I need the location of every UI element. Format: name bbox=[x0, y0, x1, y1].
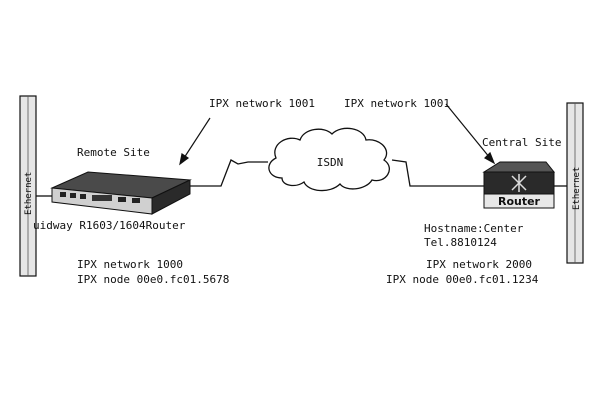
isdn-cloud-icon: ISDN bbox=[268, 127, 390, 192]
arrowhead-left bbox=[179, 153, 190, 166]
ipx-network-2000: IPX network 2000 bbox=[426, 258, 532, 271]
router-badge: Router bbox=[498, 195, 541, 208]
ethernet-label-left: Ethernet bbox=[24, 172, 34, 215]
central-site-label: Central Site bbox=[482, 136, 561, 149]
ipx-node-left: IPX node 00e0.fc01.5678 bbox=[77, 273, 229, 286]
ethernet-pole-right: Ethernet bbox=[566, 102, 584, 264]
ethernet-label-right: Ethernet bbox=[572, 167, 582, 210]
ipx-node-right: IPX node 00e0.fc01.1234 bbox=[386, 273, 539, 286]
arrow-right-network bbox=[445, 103, 491, 159]
ipx-network-1001-right: IPX network 1001 bbox=[344, 97, 450, 110]
remote-site-label: Remote Site bbox=[77, 146, 150, 159]
ipx-network-1000: IPX network 1000 bbox=[77, 258, 183, 271]
isdn-label: ISDN bbox=[317, 156, 344, 169]
serial-link-left bbox=[190, 159, 268, 187]
router-icon: Router bbox=[482, 161, 556, 209]
pointer-arrows bbox=[179, 103, 496, 166]
connection-lines bbox=[36, 159, 567, 197]
ethernet-pole-left: Ethernet bbox=[19, 95, 37, 277]
router-model-label: uidway R1603/1604Router bbox=[33, 219, 186, 232]
ipx-network-1001-left: IPX network 1001 bbox=[209, 97, 315, 110]
tel-label: Tel.8810124 bbox=[424, 236, 497, 249]
arrows-cross-icon bbox=[511, 174, 527, 192]
serial-link-right bbox=[391, 159, 484, 187]
arrowhead-right bbox=[484, 151, 496, 165]
hostname-label: Hostname:Center bbox=[424, 222, 524, 235]
rack-router-icon bbox=[50, 171, 192, 215]
arrow-left-network bbox=[183, 117, 211, 159]
